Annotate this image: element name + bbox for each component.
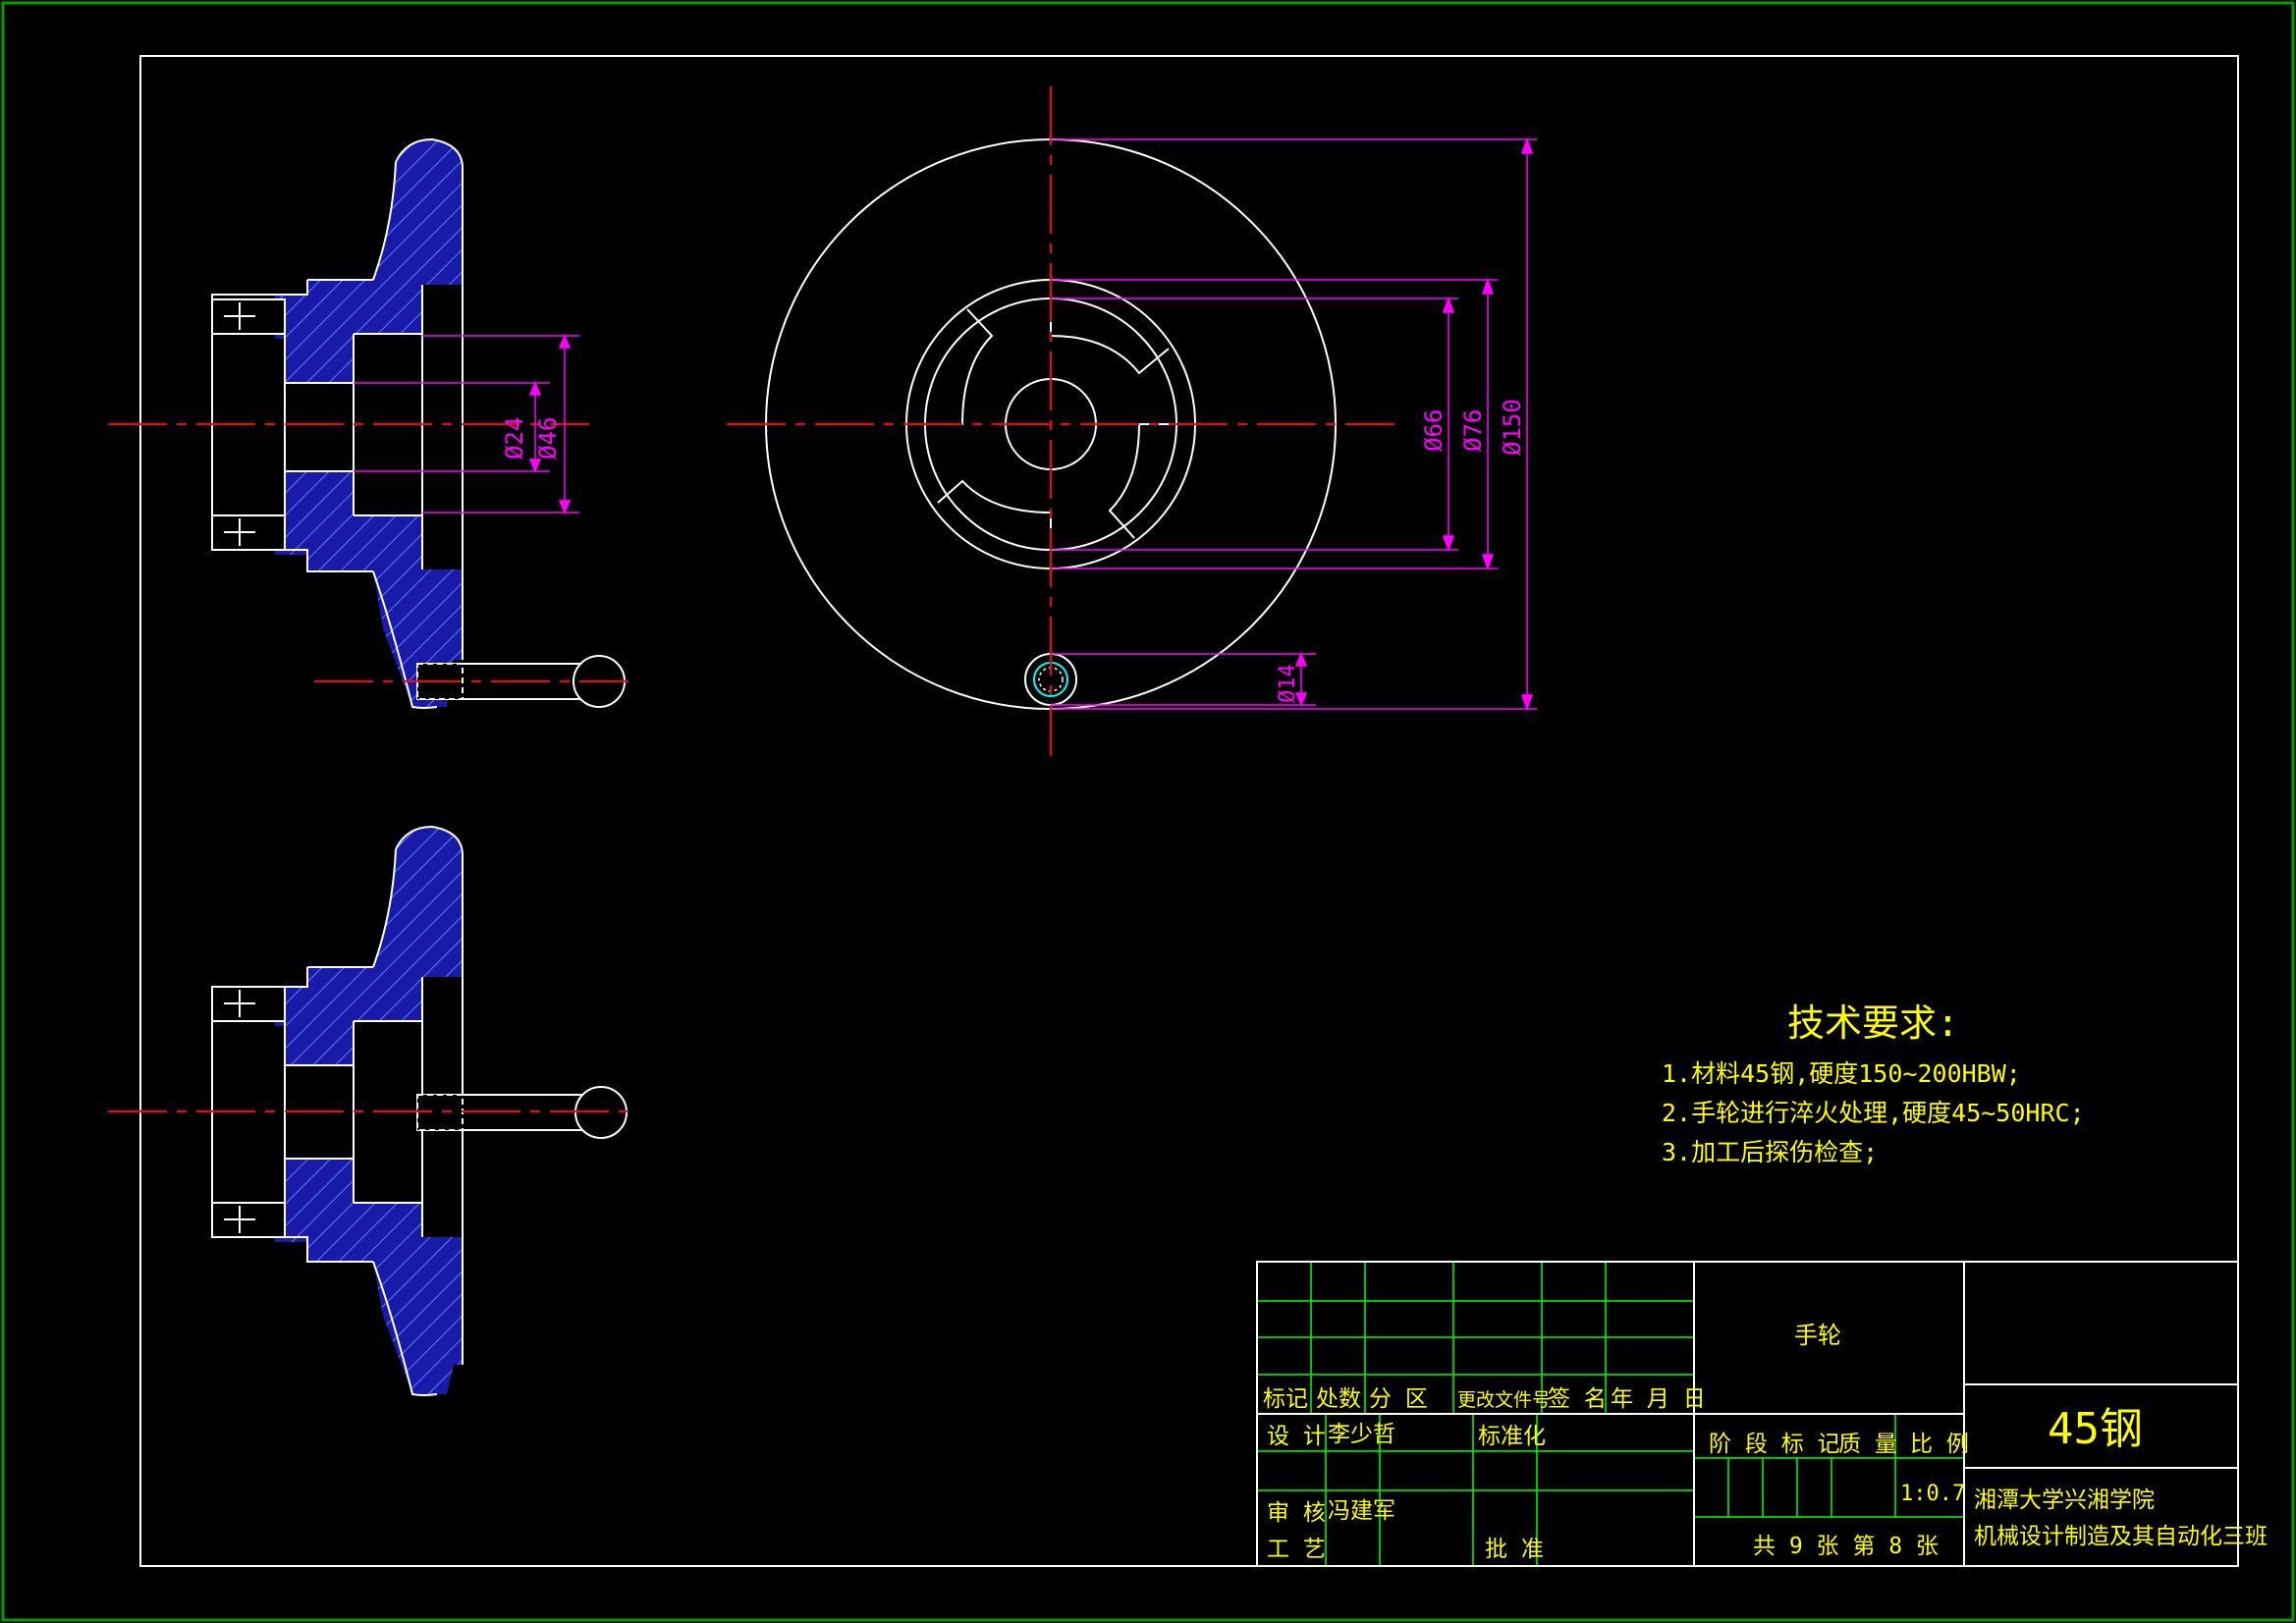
technical-notes: 技术要求: 1.材料45钢,硬度150~200HBW; 2.手轮进行淬火处理,硬… <box>1662 1001 2085 1166</box>
notes-title: 技术要求: <box>1787 1001 1959 1045</box>
designer-name: 李少哲 <box>1328 1422 1395 1447</box>
part-name: 手轮 <box>1794 1322 1841 1349</box>
standardize-label: 标准化 <box>1478 1424 1546 1449</box>
dim-d24: Ø24 <box>501 417 528 460</box>
side-section-lower <box>275 471 463 707</box>
material-label: 45钢 <box>2048 1404 2143 1454</box>
note-item-2: 2.手轮进行淬火处理,硬度45~50HRC; <box>1662 1099 2085 1127</box>
front-view: Ø66 Ø76 Ø150 Ø14 <box>727 86 1537 756</box>
dim-d76: Ø76 <box>1459 409 1487 452</box>
approve-label: 批 准 <box>1485 1537 1544 1562</box>
weight-label: 质 量 <box>1838 1432 1897 1457</box>
side-view-bottom <box>108 825 629 1396</box>
keyway-slots <box>925 298 1176 550</box>
title-block: 标记 处数 分 区 更改文件号 签 名 年 月 日 设 计 李少哲 标准化 审 … <box>1256 1261 2268 1567</box>
review-label: 审 核 <box>1267 1500 1326 1526</box>
note-item-3: 3.加工后探伤检查; <box>1662 1138 1878 1166</box>
scale-label: 比 例 <box>1910 1432 1969 1457</box>
dim-d150: Ø150 <box>1499 399 1526 456</box>
hdr-date: 年 月 日 <box>1611 1386 1706 1412</box>
craft-label: 工 艺 <box>1267 1537 1326 1562</box>
hdr-mark: 标记 <box>1263 1386 1308 1412</box>
drawing-frame <box>139 55 2239 1567</box>
hdr-zone: 分 区 <box>1369 1386 1428 1412</box>
side-view-top: Ø24 Ø46 <box>108 137 629 709</box>
dim-d46: Ø46 <box>534 417 562 460</box>
hdr-signature: 签 名 <box>1548 1386 1607 1412</box>
scale-value: 1:0.7 <box>1900 1482 1965 1506</box>
note-item-1: 1.材料45钢,硬度150~200HBW; <box>1662 1059 2021 1088</box>
reviewer-name: 冯建军 <box>1328 1498 1395 1524</box>
school-name: 湘潭大学兴湘学院 <box>1974 1488 2155 1513</box>
hdr-count: 处数 <box>1316 1386 1361 1412</box>
stage-mark-label: 阶 段 标 记 <box>1709 1432 1840 1457</box>
class-name: 机械设计制造及其自动化三班 <box>1974 1524 2268 1549</box>
dim-d66: Ø66 <box>1420 409 1448 452</box>
dim-d14: Ø14 <box>1276 664 1300 703</box>
design-label: 设 计 <box>1267 1424 1326 1449</box>
sheet-count: 共 9 张 第 8 张 <box>1753 1534 1939 1559</box>
side-section-upper <box>275 139 463 383</box>
hdr-change-doc: 更改文件号 <box>1457 1389 1551 1411</box>
